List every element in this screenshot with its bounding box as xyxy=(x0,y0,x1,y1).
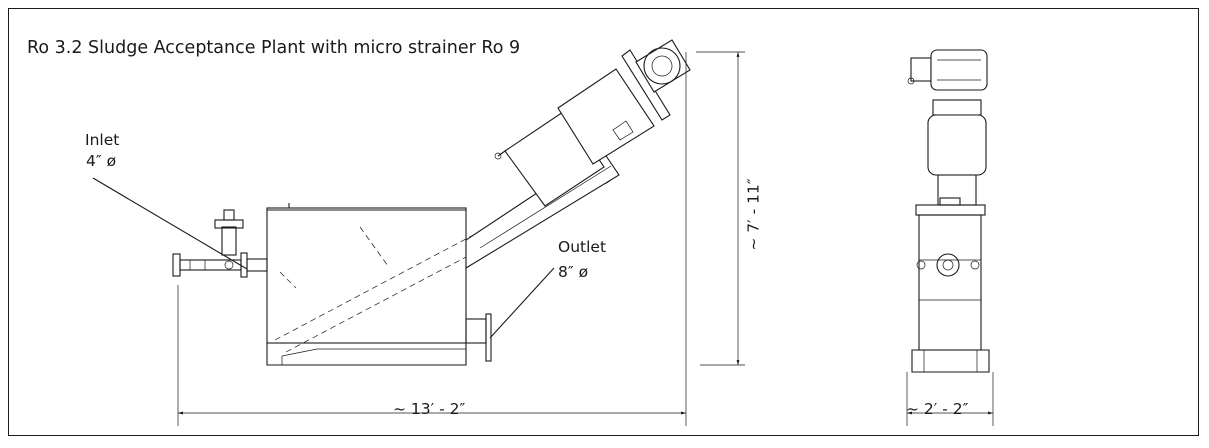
outlet-label: Outlet xyxy=(558,238,607,256)
inlet-leader-line xyxy=(92,177,248,270)
drawing-frame xyxy=(8,8,1199,436)
conveyor-tube xyxy=(465,39,691,269)
front-view xyxy=(906,49,994,426)
outlet-port-circle xyxy=(936,253,960,277)
side-view xyxy=(92,39,745,426)
drawing-title: Ro 3.2 Sludge Acceptance Plant with micr… xyxy=(27,38,521,58)
tank-body xyxy=(266,167,613,366)
outlet-flange xyxy=(465,313,492,362)
inlet-label: Inlet xyxy=(85,131,120,149)
gearbox xyxy=(910,57,932,82)
inlet-size: 4″ ø xyxy=(86,152,117,170)
outlet-size: 8″ ø xyxy=(558,263,589,281)
outlet-leader-line xyxy=(489,267,555,339)
inlet-pipe xyxy=(172,209,268,278)
